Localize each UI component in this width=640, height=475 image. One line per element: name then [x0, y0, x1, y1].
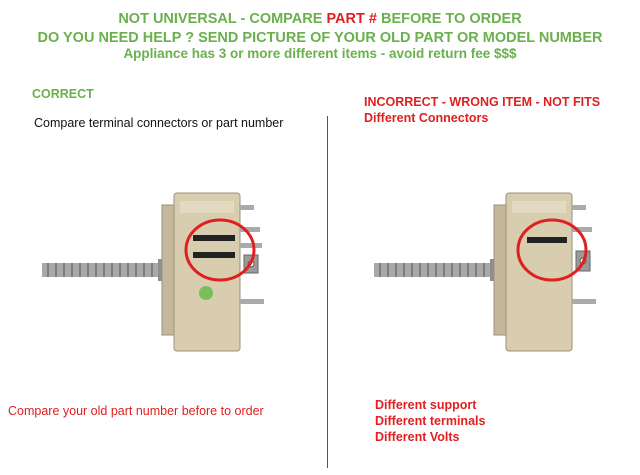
header-line-1-pre: NOT UNIVERSAL - COMPARE [118, 11, 327, 27]
header-part-number: PART # [326, 11, 377, 27]
compare-terminal-text: Compare terminal connectors or part numb… [34, 116, 284, 130]
left-part-image [42, 192, 264, 352]
difference-support: Different support [375, 398, 477, 412]
header-line-1-post: BEFORE TO ORDER [376, 11, 522, 27]
difference-terminals: Different terminals [375, 414, 486, 428]
left-switch-body [173, 192, 241, 352]
right-red-circle [516, 218, 588, 282]
right-part-image [374, 192, 596, 352]
difference-volts: Different Volts [375, 430, 460, 444]
different-connectors-label: Different Connectors [364, 111, 489, 125]
differences-list: Different support Different terminals Di… [375, 397, 485, 445]
compare-old-part-text: Compare your old part number before to o… [8, 404, 264, 418]
header-line-1: NOT UNIVERSAL - COMPARE PART # BEFORE TO… [0, 11, 640, 27]
left-green-sticker [199, 286, 213, 300]
center-divider [327, 116, 328, 468]
header-line-2: DO YOU NEED HELP ? SEND PICTURE OF YOUR … [37, 30, 603, 46]
incorrect-label: INCORRECT - WRONG ITEM - NOT FITS [364, 95, 601, 109]
header-line-3: Appliance has 3 or more different items … [123, 46, 517, 61]
left-red-circle [184, 218, 256, 282]
correct-label: CORRECT [32, 87, 94, 101]
right-switch-body [505, 192, 573, 352]
